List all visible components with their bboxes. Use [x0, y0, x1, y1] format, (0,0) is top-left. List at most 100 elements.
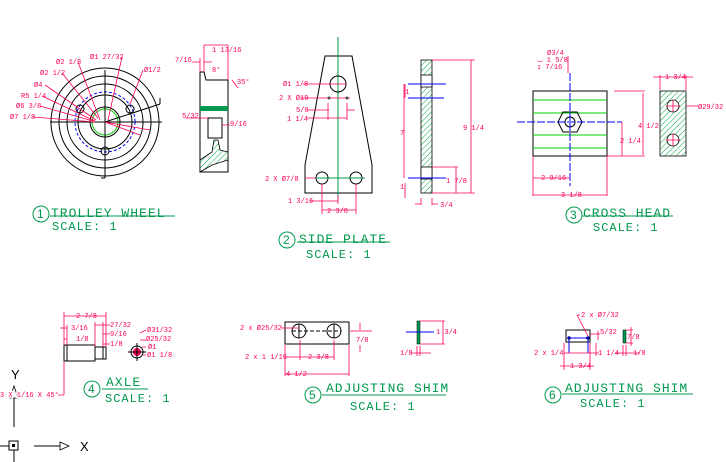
- view-number: 2: [283, 233, 290, 247]
- dim-label: Ø4: [34, 81, 42, 90]
- axle-chamfer-note: 3 X 1/16 X 45°: [0, 390, 60, 402]
- dim-label: R5 1/4: [21, 93, 46, 101]
- view-scale: SCALE: 1: [306, 248, 372, 262]
- view-scale: SCALE: 1: [580, 397, 646, 411]
- trolley-wheel-dimensions: Ø2 1/8 Ø1 27/32 Ø2 1/2 Ø4 R5 1/4 Ø6 3/8 …: [10, 53, 161, 122]
- dim-label: 4 1/2: [638, 123, 659, 131]
- dim-label: Ø25/32: [146, 335, 171, 344]
- dim-label: 2 x 1/4: [534, 350, 563, 358]
- dim-label: Ø29/32: [698, 103, 723, 112]
- adjusting-shim-5-views[interactable]: 2 x Ø25/32 7/8 2 x 1 1/16 2 3/8 4 1/2 1 …: [240, 320, 457, 379]
- view-title: AXLE: [106, 375, 141, 390]
- dim-label: 1 3/4: [570, 363, 591, 371]
- dim-label: 1 1/4: [287, 116, 308, 124]
- dim-label: Ø31/32: [147, 326, 172, 335]
- view-number: 5: [309, 388, 316, 402]
- view-title: TROLLEY WHEEL: [51, 206, 165, 221]
- dim-label: 4 1/2: [286, 371, 307, 379]
- dim-label: 1 3/16: [288, 198, 313, 206]
- dim-label: 35°: [237, 78, 250, 87]
- view-title: ADJUSTING SHIM: [326, 381, 449, 396]
- dim-label: 1: [405, 89, 409, 97]
- view-title-trolley-wheel: 1 TROLLEY WHEEL SCALE: 1: [32, 205, 175, 234]
- dim-label: 1/8: [110, 341, 123, 349]
- dim-label: 2 3/8: [327, 208, 348, 216]
- view-title: CROSS HEAD: [583, 206, 671, 221]
- trolley-wheel-front-view[interactable]: [32, 56, 162, 179]
- dim-label: Ø2 1/8: [56, 58, 81, 67]
- side-plate-front-view[interactable]: Ø1 1/8 2 X Ø19 5/8 1 1/4 2 X Ø7/8 1 3/16…: [265, 37, 373, 216]
- view-scale: SCALE: 1: [105, 392, 171, 406]
- dim-label: 9/16: [230, 121, 247, 129]
- dim-label: Ø2 1/2: [40, 69, 65, 78]
- dim-label: 1 13/16: [212, 47, 241, 55]
- dim-label: 1/8: [400, 350, 413, 358]
- dim-label: Ø1 1/8: [283, 80, 308, 89]
- dim-label: 1/8: [633, 350, 646, 358]
- ucs-y-label: Y: [11, 367, 20, 382]
- view-scale: SCALE: 1: [52, 220, 118, 234]
- ucs-icon: Y X: [0, 367, 89, 462]
- dim-label: 7/16: [175, 57, 192, 65]
- dim-label: Ø1 27/32: [90, 53, 124, 62]
- dim-label: ⌴ 1 5/8: [537, 57, 568, 65]
- dim-label: 7/8: [356, 337, 369, 345]
- dim-label: 3/16: [71, 325, 88, 333]
- ucs-x-label: X: [80, 439, 89, 454]
- view-scale: SCALE: 1: [593, 221, 659, 235]
- axle-views[interactable]: 2 7/8 3/16 27/32 9/16 1/8 1/8 Ø31/32 Ø25…: [58, 312, 172, 396]
- dim-label: 1 1/4: [598, 350, 619, 358]
- dim-label: ↧ 7/16: [537, 64, 562, 72]
- dim-label: 2 X Ø19: [279, 94, 308, 103]
- dim-label: 1 7/8: [446, 178, 467, 186]
- dim-label: 3/4: [440, 202, 453, 210]
- dim-label: 2 7/8: [76, 313, 97, 321]
- view-title-cross-head: 3 CROSS HEAD SCALE: 1: [565, 206, 673, 235]
- dim-label: 1 3/4: [436, 329, 457, 337]
- dim-label: 3 1/8: [561, 192, 582, 200]
- side-plate-side-view[interactable]: 1 7 9 1/4 1 7/8 1 3/4: [400, 59, 484, 210]
- dim-label: 2 x Ø25/32: [240, 324, 282, 333]
- dim-label: 7: [400, 130, 404, 138]
- dim-label: 2 X Ø7/8: [265, 175, 299, 184]
- cross-head-side-view[interactable]: 1 3/4 Ø29/32: [653, 74, 723, 157]
- view-title: SIDE PLATE: [299, 232, 387, 247]
- dim-label: 5/8: [296, 107, 309, 115]
- dim-label: 1: [400, 184, 404, 192]
- dim-label: 8°: [212, 66, 220, 75]
- trolley-wheel-section-view[interactable]: 1 13/16 7/16 8° 35° 5/32 9/16: [175, 44, 250, 173]
- view-title-adjusting-shim-6: 6 ADJUSTING SHIM SCALE: 1: [544, 381, 693, 411]
- dim-label: 27/32: [110, 322, 131, 330]
- dim-label: 5/32: [182, 113, 199, 121]
- dim-label: 9 1/4: [463, 125, 484, 133]
- view-number: 4: [88, 382, 95, 396]
- dim-label: Ø1: [148, 343, 156, 352]
- dim-label: Ø6 3/8: [16, 102, 41, 111]
- cross-head-front-view[interactable]: Ø3/4 ⌴ 1 5/8 ↧ 7/16 4 1/2 2 1/4 2 9/16 3…: [517, 49, 659, 200]
- dim-label: 7/8: [627, 334, 640, 342]
- view-title-side-plate: 2 SIDE PLATE SCALE: 1: [278, 231, 390, 262]
- dim-label: Ø1 1/8: [147, 351, 172, 360]
- dim-label: 3 X 1/16 X 45°: [0, 391, 59, 400]
- view-title-axle: 4 AXLE SCALE: 1: [83, 375, 171, 406]
- view-number: 6: [549, 388, 556, 402]
- view-title-adjusting-shim-5: 5 ADJUSTING SHIM SCALE: 1: [304, 381, 449, 414]
- dim-label: 2 9/16: [541, 175, 566, 183]
- dim-label: 5/32: [600, 329, 617, 337]
- dim-label: Ø3/4: [547, 49, 564, 58]
- dim-label: 2 1/4: [620, 138, 641, 146]
- view-number: 1: [37, 207, 44, 221]
- dim-label: 2 x Ø7/32: [581, 311, 619, 320]
- view-scale: SCALE: 1: [350, 400, 416, 414]
- dim-label: Ø1/2: [144, 66, 161, 75]
- view-number: 3: [570, 208, 577, 222]
- dim-label: Ø7 1/8: [10, 113, 35, 122]
- dim-label: 9/16: [110, 331, 127, 339]
- dim-label: 1/8: [76, 336, 89, 344]
- dim-label: 1 3/4: [665, 74, 686, 82]
- adjusting-shim-6-views[interactable]: 2 x Ø7/32 5/32 2 x 1/4 1 1/4 1 3/4 7/8 1…: [534, 311, 646, 371]
- view-title: ADJUSTING SHIM: [565, 381, 688, 396]
- dim-label: 2 x 1 1/16: [245, 354, 287, 362]
